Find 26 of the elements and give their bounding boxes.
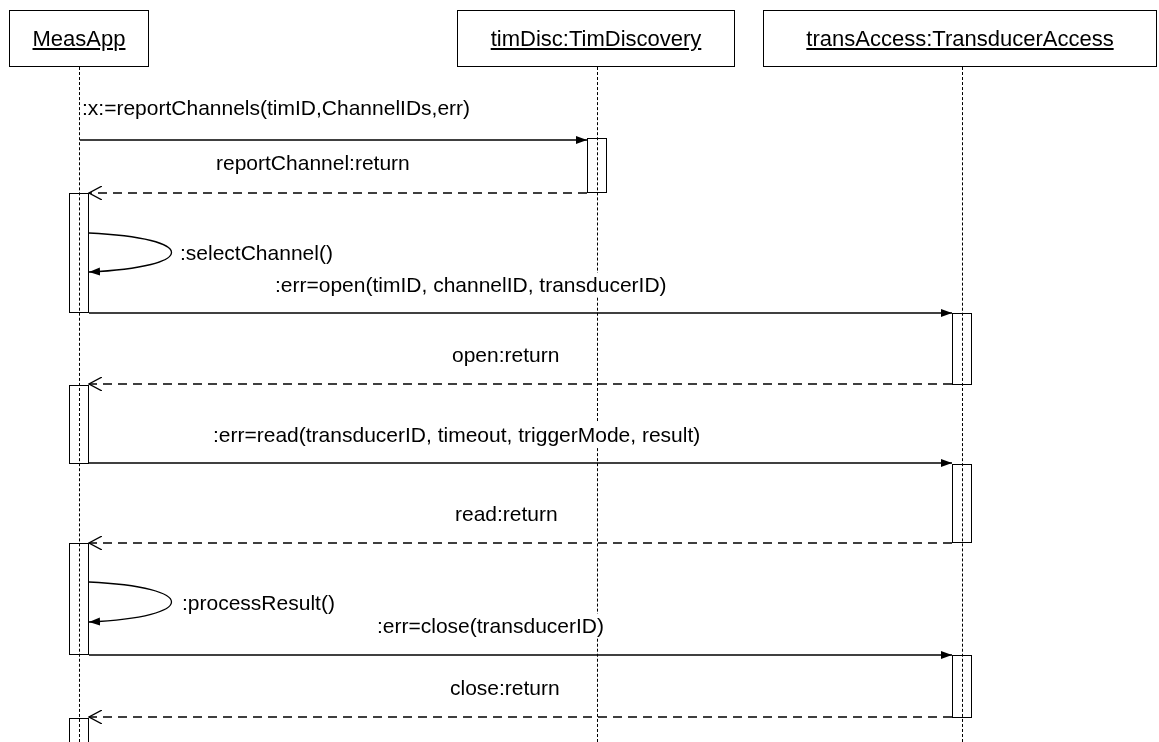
message-label: :err=close(transducerID) xyxy=(377,614,604,638)
return-arrow xyxy=(88,185,588,201)
participant-box: MeasApp xyxy=(9,10,149,67)
message-arrow xyxy=(79,136,588,144)
self-message-arrow xyxy=(88,581,173,626)
message-arrow xyxy=(88,309,953,317)
return-arrow xyxy=(88,535,953,551)
message-arrow xyxy=(88,651,953,659)
message-label: :err=open(timID, channelID, transducerID) xyxy=(275,273,667,297)
participant-box: transAccess:TransducerAccess xyxy=(763,10,1157,67)
message-label: :err=read(transducerID, timeout, triggerMode, result) xyxy=(213,423,701,447)
activation-bar xyxy=(69,385,89,464)
activation-bar xyxy=(69,193,89,313)
participant-box: timDisc:TimDiscovery xyxy=(457,10,735,67)
activation-bar xyxy=(69,543,89,655)
message-arrow xyxy=(88,459,953,467)
lifeline xyxy=(79,67,81,742)
lifeline xyxy=(962,67,964,742)
activation-bar xyxy=(952,464,972,543)
return-arrow xyxy=(88,376,953,392)
activation-bar xyxy=(952,313,972,385)
activation-bar xyxy=(587,138,607,193)
activation-bar xyxy=(69,718,89,742)
activation-bar xyxy=(952,655,972,718)
return-arrow xyxy=(88,709,953,725)
self-message-arrow xyxy=(88,232,173,276)
